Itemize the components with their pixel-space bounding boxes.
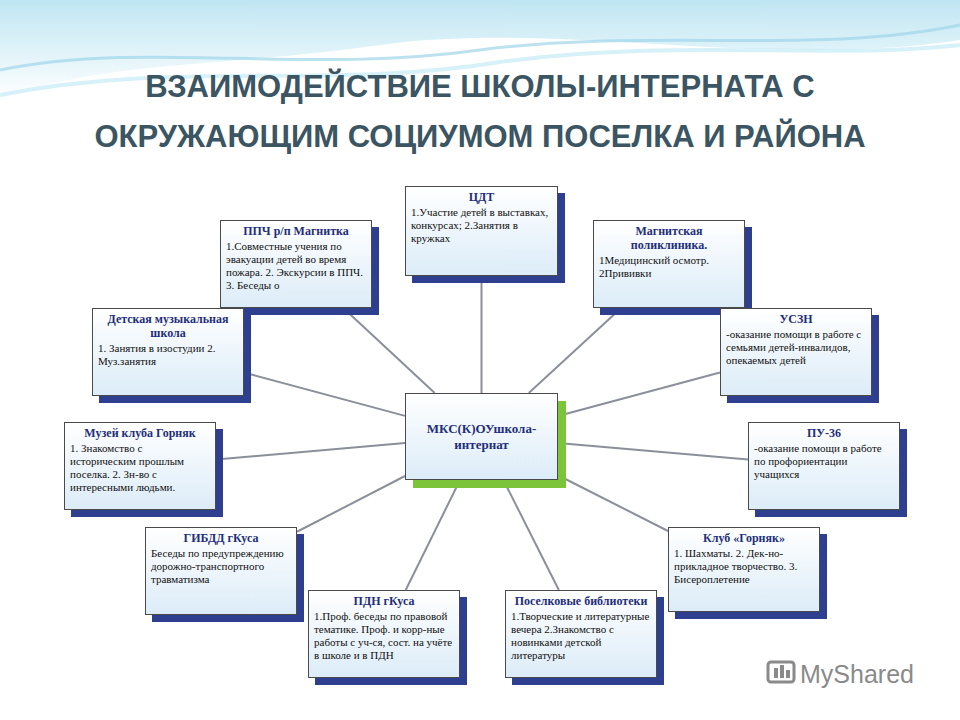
partner-box: ЦДТ 1.Участие детей в выставках, конкурса… xyxy=(405,186,558,276)
partner-box: Магнитская поликлиника.1Медицинский осмо… xyxy=(593,220,745,308)
box-text: 1.Участие детей в выставках, конкурсах; … xyxy=(411,206,552,245)
slide-title: ВЗАИМОДЕЙСТВИЕ ШКОЛЫ-ИНТЕРНАТА С ОКРУЖАЮ… xyxy=(20,62,940,162)
watermark-icon xyxy=(768,662,794,682)
box-text: 1.Творческие и литературные вечера 2.Зна… xyxy=(511,610,651,662)
connector-line xyxy=(343,308,434,393)
box-text: 1. Занятия в изостудии 2. Муз.занятия xyxy=(98,342,238,368)
connector-line xyxy=(244,372,405,415)
partner-box: Детская музыкальная школа1. Занятия в из… xyxy=(92,308,244,396)
connector-line xyxy=(297,476,405,532)
watermark: MyShared xyxy=(800,660,914,689)
box-text: 1. Шахматы. 2. Дек-но-прикладное творчес… xyxy=(674,547,814,586)
connector-line xyxy=(481,276,482,393)
connector-line xyxy=(529,308,621,393)
partner-box: Музей клуба Горняк 1. Знакомство с истори… xyxy=(64,422,216,510)
partner-box: Поселковые библиотеки 1.Творческие и лите… xyxy=(505,590,657,678)
box-text: 1.Совместные учения по эвакуации детей в… xyxy=(226,240,366,292)
partner-box: УСЗН -оказание помощи в работе с семьями … xyxy=(720,308,872,396)
box-heading: ЦДТ xyxy=(411,190,552,204)
box-heading: Поселковые библиотеки xyxy=(511,594,651,608)
connector-line xyxy=(558,443,748,459)
box-heading: УСЗН xyxy=(726,312,866,326)
box-text: 1. Знакомство с историческим прошлым пос… xyxy=(70,442,210,494)
connector-line xyxy=(558,475,668,531)
partner-box: ПДН гКуса 1.Проф. беседы по правовой тема… xyxy=(308,590,460,678)
box-heading: МКС(К)ОУшкола-интернат xyxy=(414,421,549,453)
box-heading: ГИБДД гКуса xyxy=(151,531,291,545)
center-box: МКС(К)ОУшкола-интернат xyxy=(405,393,558,480)
box-text: -оказание помощи в работе по профориента… xyxy=(754,442,894,481)
connector-line xyxy=(216,443,405,459)
box-heading: ПУ-36 xyxy=(754,426,894,440)
box-heading: Детская музыкальная школа xyxy=(98,312,238,340)
partner-box: ГИБДД гКусаБеседы по предупреждению доро… xyxy=(145,527,297,615)
box-text: Беседы по предупреждению дорожно-транспо… xyxy=(151,547,291,586)
connector-line xyxy=(503,480,558,590)
box-heading: Музей клуба Горняк xyxy=(70,426,210,440)
partner-box: ПУ-36 -оказание помощи в работе по профор… xyxy=(748,422,900,510)
connector-line xyxy=(558,372,720,416)
box-heading: Клуб «Горняк» xyxy=(674,531,814,545)
partner-box: ППЧ р/п Магнитка 1.Совместные учения по э… xyxy=(220,220,372,308)
connector-line xyxy=(406,480,460,590)
box-heading: ППЧ р/п Магнитка xyxy=(226,224,366,238)
partner-box: Клуб «Горняк» 1. Шахматы. 2. Дек-но-прикл… xyxy=(668,527,820,612)
box-text: -оказание помощи в работе с семьями дете… xyxy=(726,328,866,367)
box-text: 1Медицинский осмотр. 2Прививки xyxy=(599,254,739,280)
box-heading: ПДН гКуса xyxy=(314,594,454,608)
box-text: 1.Проф. беседы по правовой тематике. Про… xyxy=(314,610,454,662)
box-heading: Магнитская поликлиника. xyxy=(599,224,739,252)
